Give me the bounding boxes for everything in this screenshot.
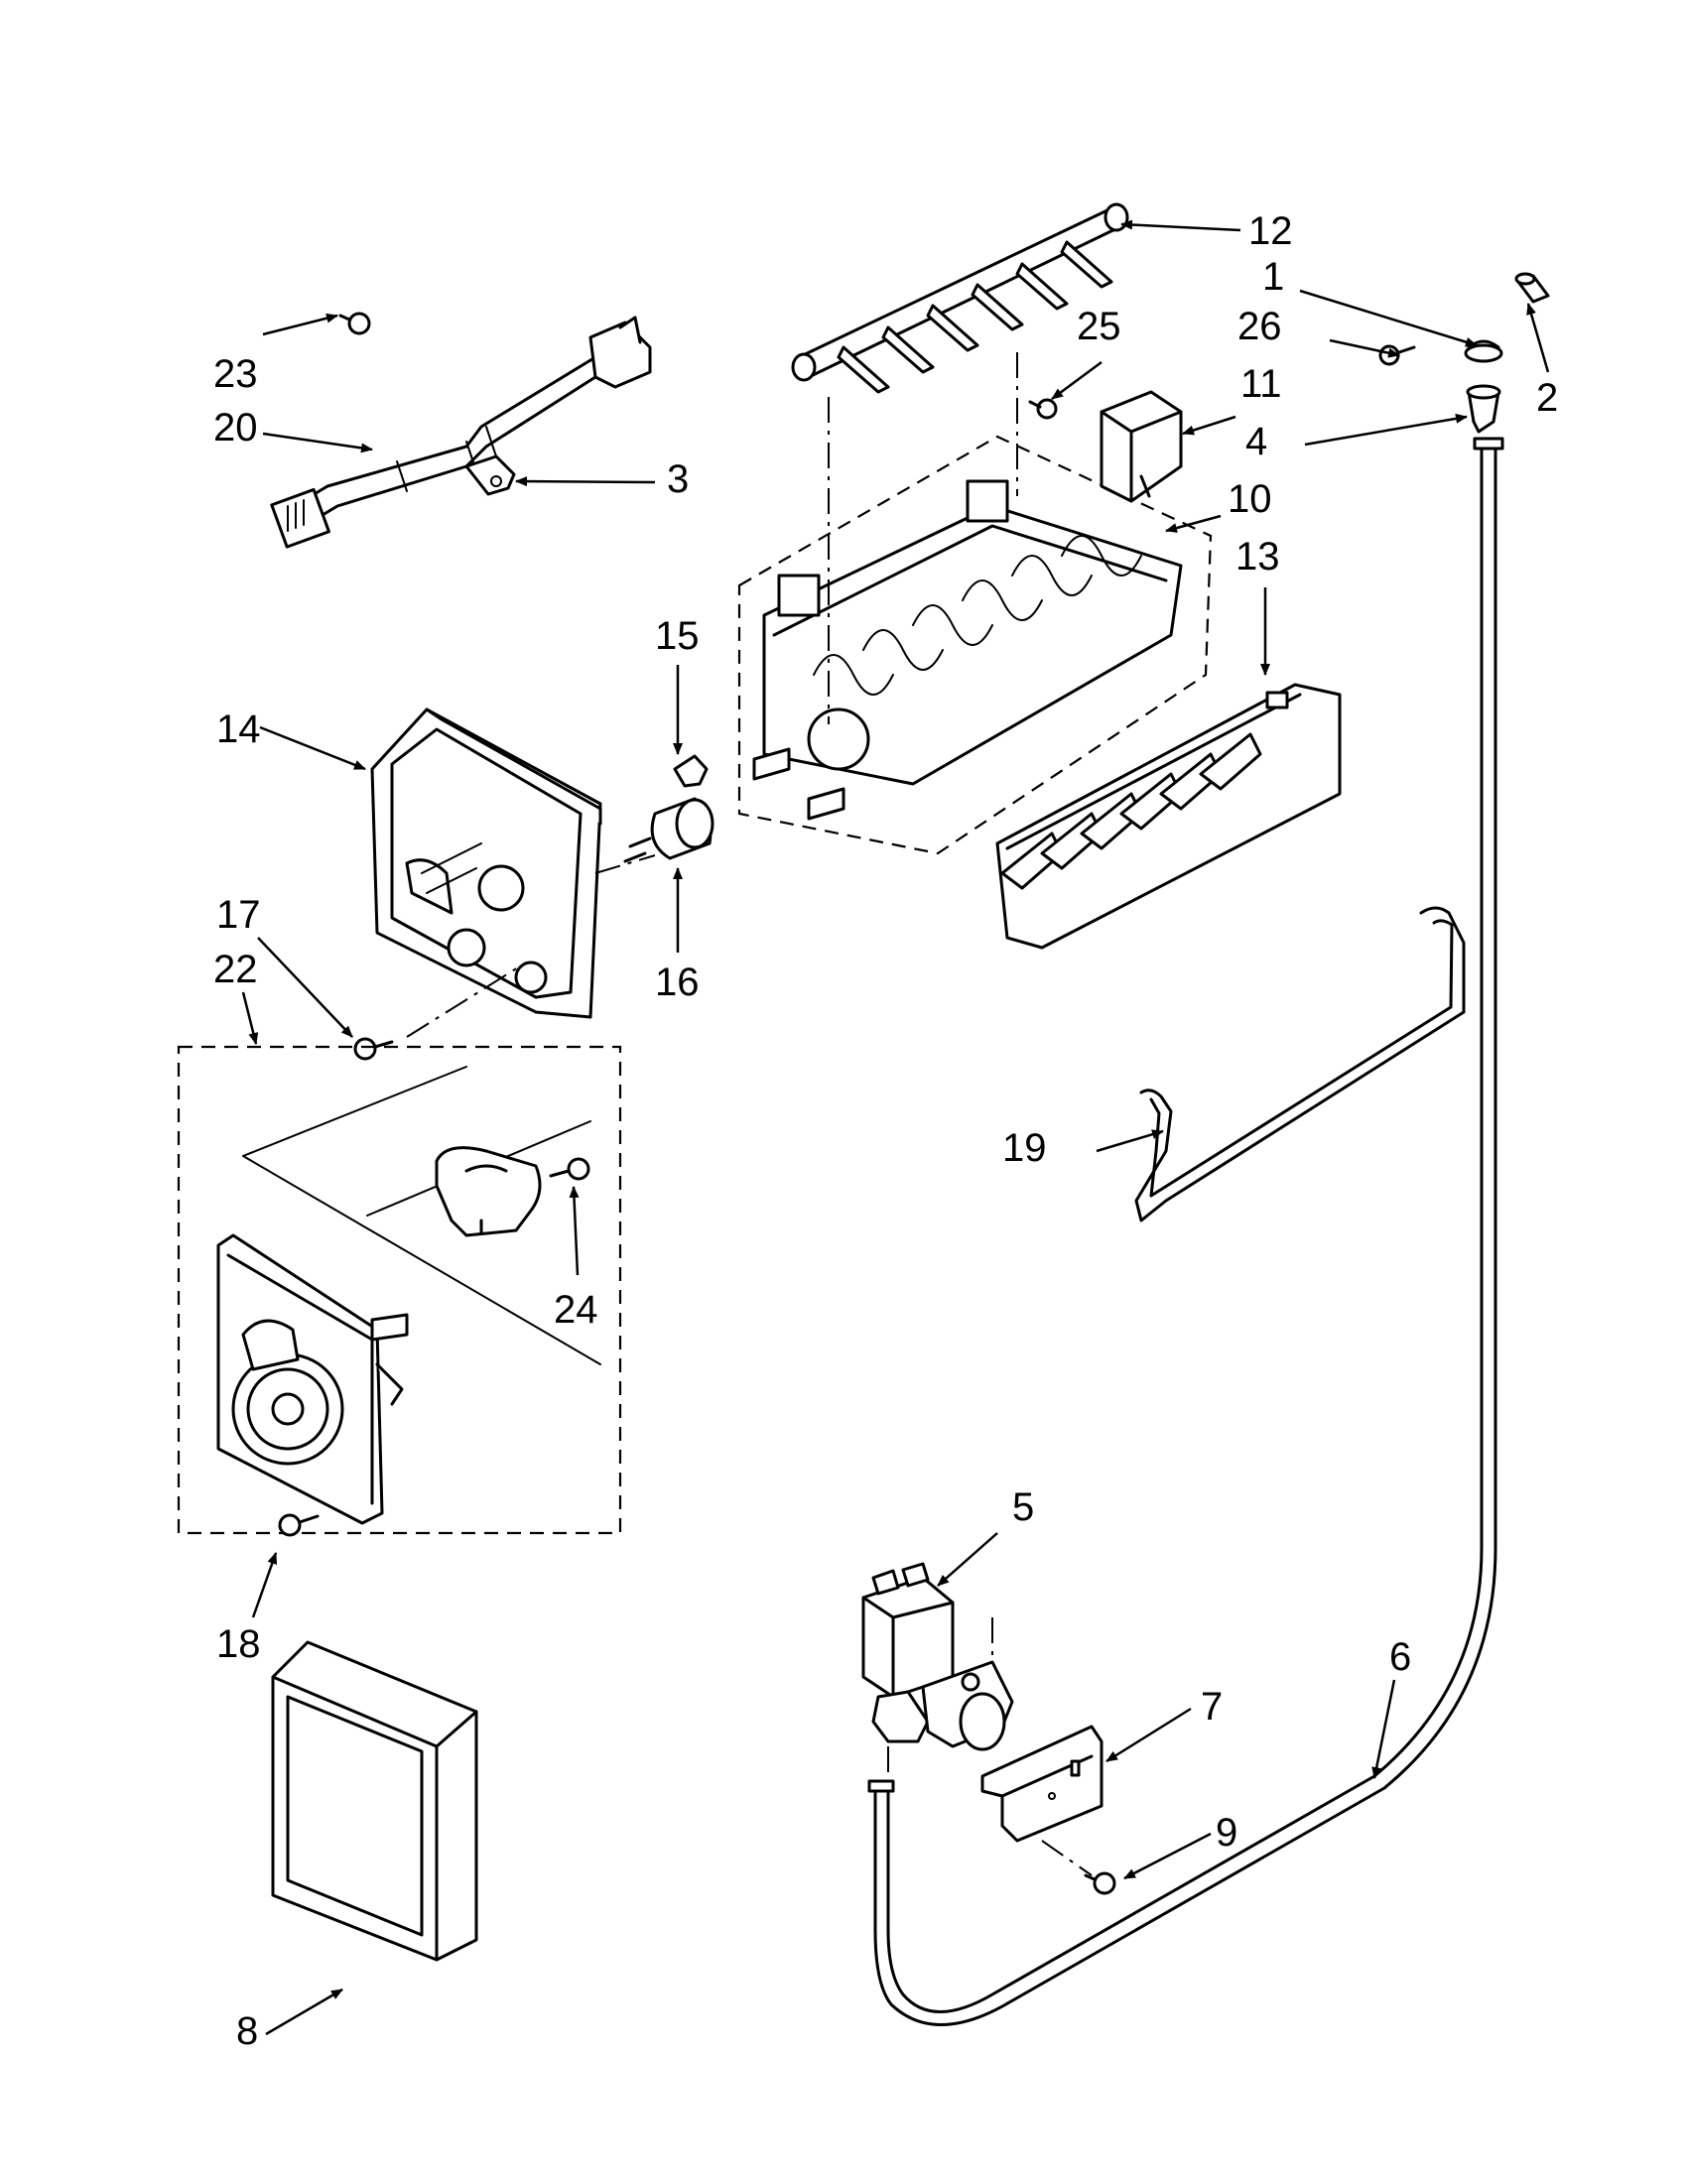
callout-14: 14	[216, 707, 261, 751]
callout-20: 20	[213, 406, 258, 450]
callout-13: 13	[1235, 535, 1280, 578]
part-9-screw	[1084, 1871, 1116, 1895]
part-13-ice-stripper	[995, 683, 1342, 950]
part-20-wire-harness	[270, 316, 652, 549]
part-25-screw	[1028, 398, 1058, 420]
callout-23: 23	[213, 352, 258, 396]
part-23-screw	[338, 312, 371, 335]
part-8-cover	[271, 1640, 478, 1962]
part-11-fill-cup	[1100, 390, 1183, 503]
callout-17: 17	[216, 893, 261, 937]
callout-24: 24	[554, 1288, 598, 1332]
part-15-clip	[673, 754, 709, 788]
callout-11: 11	[1240, 362, 1282, 406]
part-22-module-assembly	[177, 1045, 622, 1535]
part-16-thermostat	[623, 797, 714, 863]
callout-4: 4	[1245, 420, 1267, 463]
part-4-fill-tube-fitting	[1466, 384, 1501, 434]
callout-16: 16	[655, 961, 700, 1004]
part-12-ejector-shaft	[791, 202, 1129, 394]
callout-7: 7	[1201, 1685, 1223, 1729]
callout-25: 25	[1077, 305, 1121, 348]
callout-22: 22	[213, 948, 258, 991]
part-24-screw	[549, 1157, 590, 1181]
part-19-bracket	[1134, 906, 1466, 1222]
callout-3: 3	[667, 457, 689, 501]
part-5-water-valve	[861, 1562, 1014, 1751]
callout-6: 6	[1389, 1635, 1411, 1679]
part-1-clamp	[1464, 339, 1503, 363]
callout-5: 5	[1012, 1485, 1034, 1529]
alignment-lines	[406, 854, 1093, 1876]
callout-2: 2	[1536, 376, 1558, 420]
callout-labels: 12 1 26 25 2 11 4 10 13 23 20 3 15 14 16…	[213, 209, 1558, 2053]
callout-19: 19	[1002, 1126, 1047, 1170]
callout-10: 10	[1228, 477, 1272, 521]
part-17-screw	[353, 1037, 394, 1061]
callout-15: 15	[655, 614, 700, 658]
part-7-bracket	[980, 1725, 1104, 1843]
callout-8: 8	[236, 2009, 258, 2053]
part-6-water-tube	[867, 437, 1504, 2026]
callout-18: 18	[216, 1622, 261, 1666]
part-2-sleeve	[1514, 272, 1550, 304]
part-10-ice-mold	[737, 352, 1213, 855]
leader-arrows	[241, 219, 1550, 2036]
callout-1: 1	[1262, 255, 1284, 299]
callout-26: 26	[1237, 305, 1282, 348]
part-14-housing	[370, 707, 602, 1019]
callout-12: 12	[1248, 209, 1293, 253]
callout-9: 9	[1216, 1811, 1237, 1855]
part-3-clip	[464, 454, 516, 496]
part-18-screw	[278, 1513, 320, 1537]
